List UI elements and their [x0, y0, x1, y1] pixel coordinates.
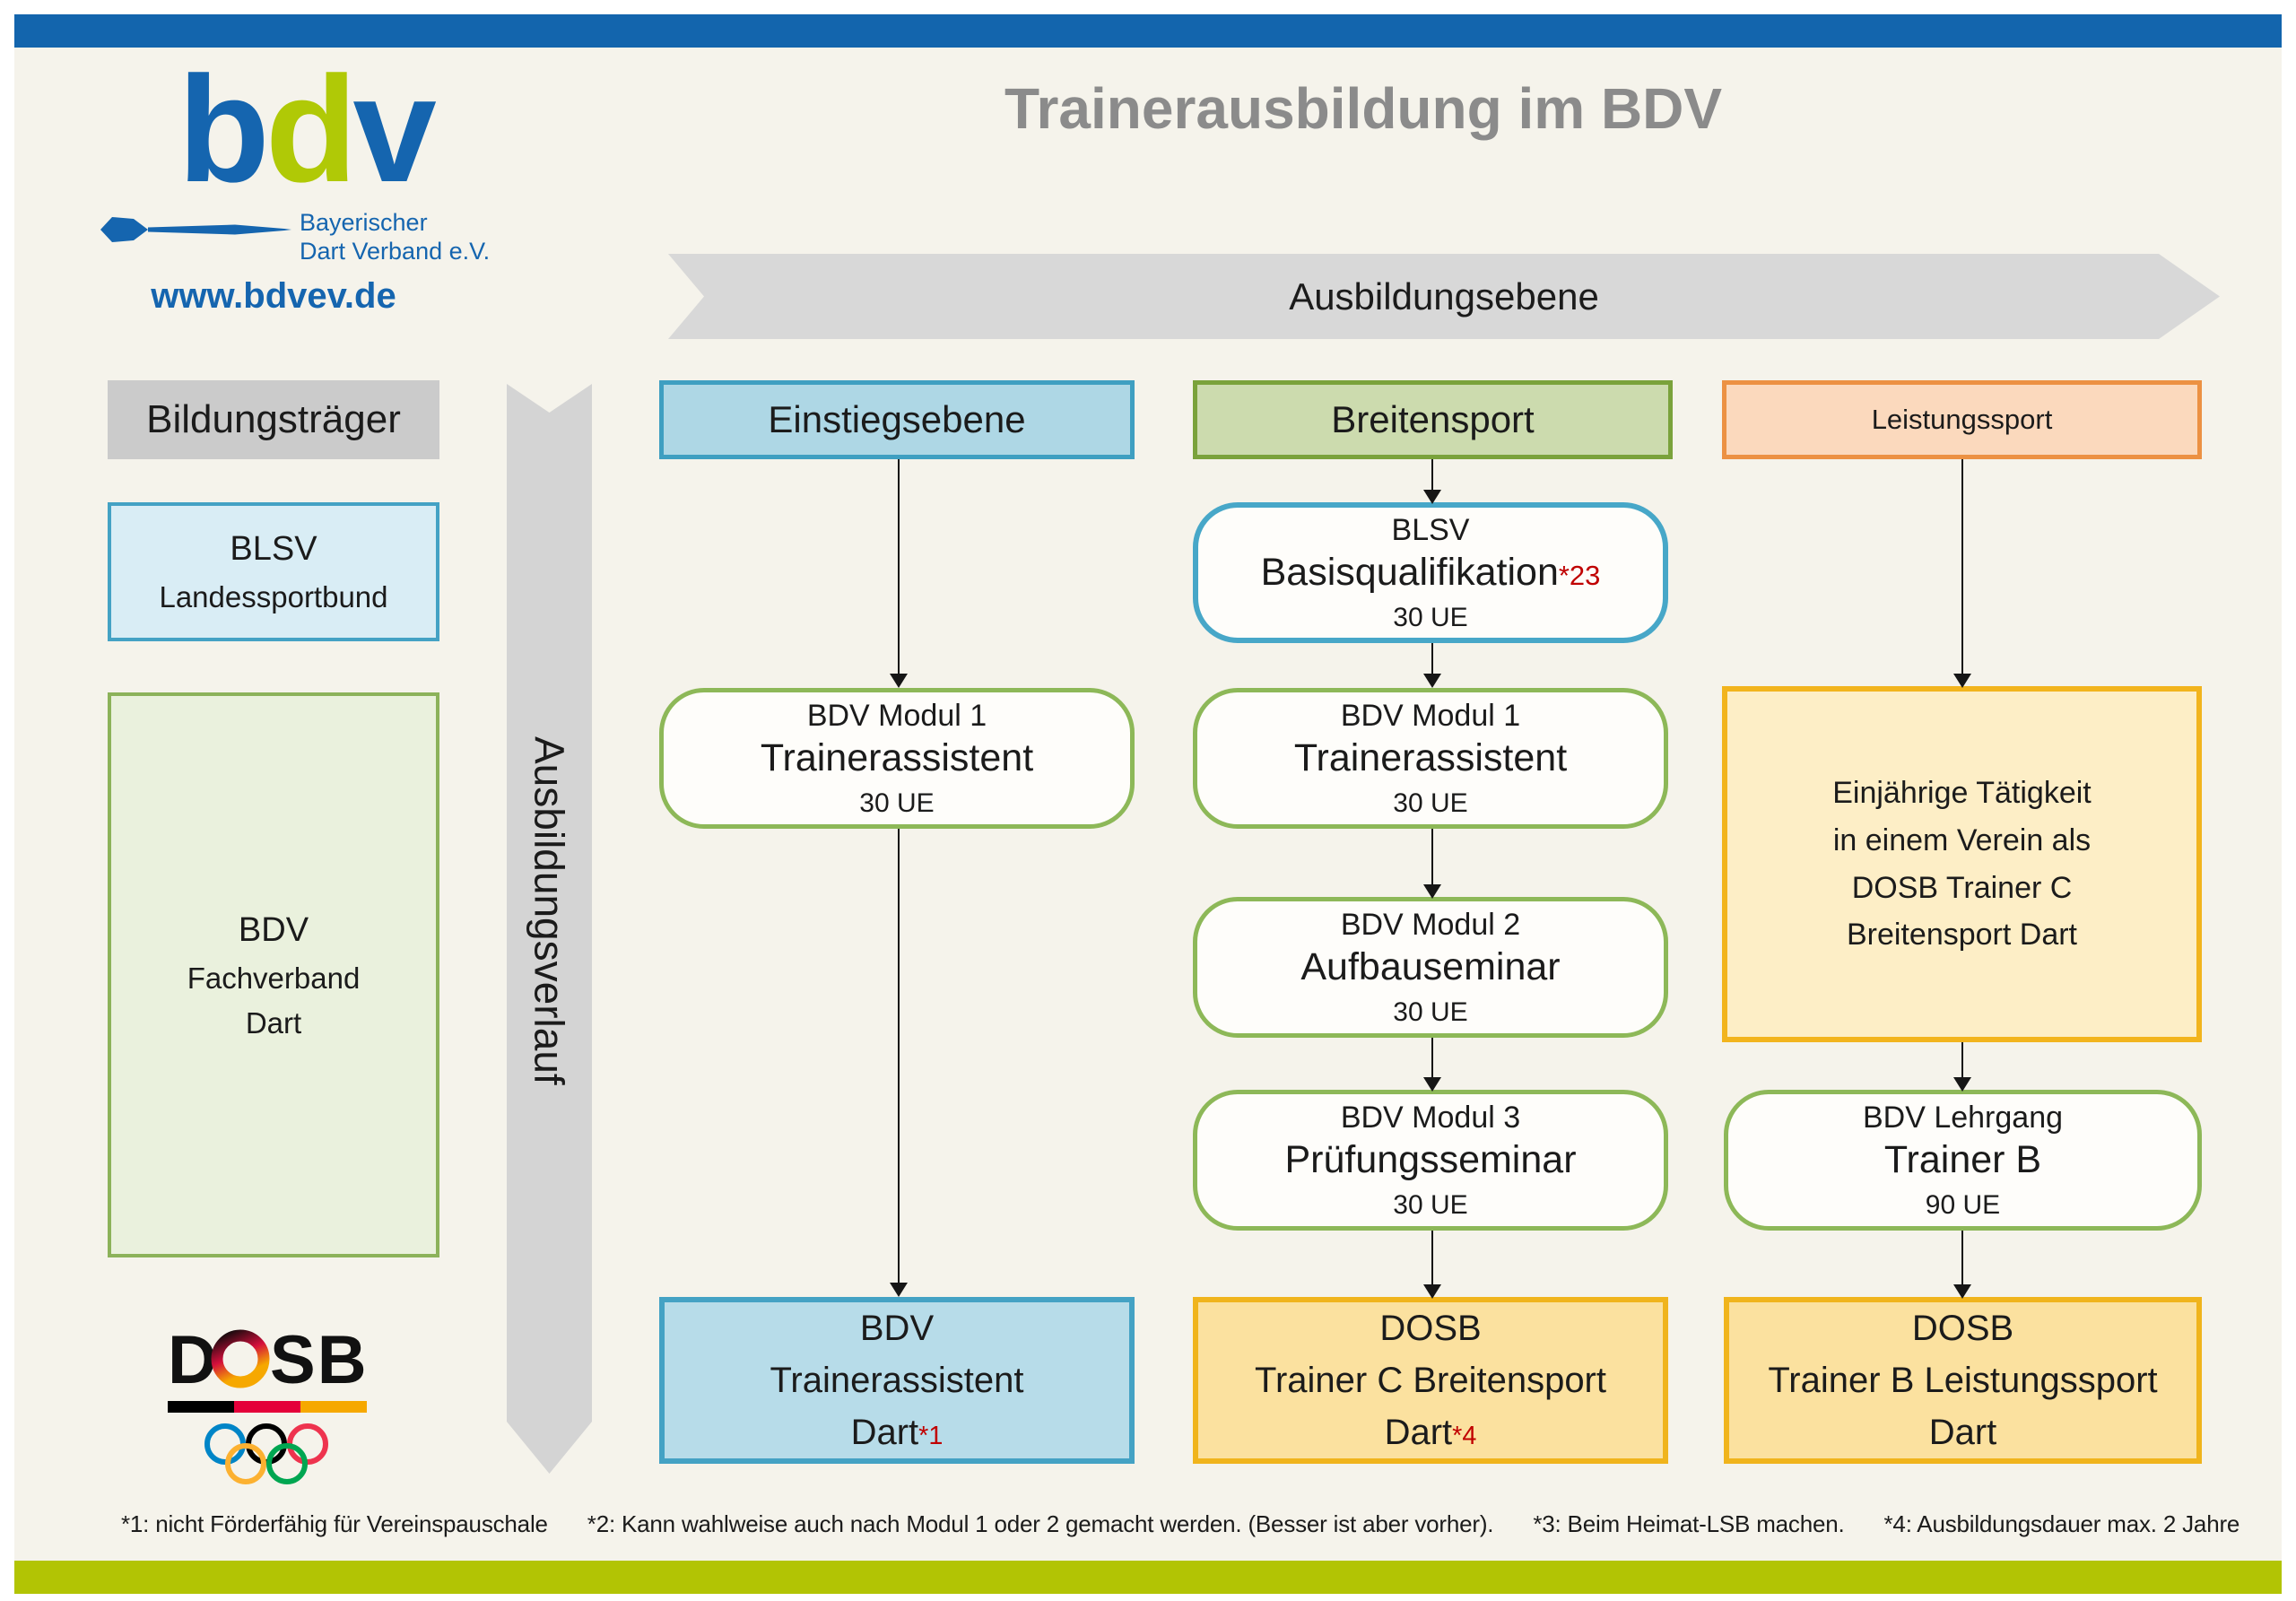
banner-ausbildungsebene: Ausbildungsebene: [668, 254, 2220, 339]
box-line: Fachverband: [187, 961, 361, 995]
bdv-logo: bdv: [135, 54, 475, 211]
box-line: BDV Modul 3: [1340, 1100, 1521, 1135]
header-breitensport: Breitensport: [1193, 380, 1673, 459]
box-line: 30 UE: [1393, 787, 1468, 818]
banner-ausbildungsverlauf: Ausbildungsverlauf: [507, 384, 592, 1474]
box-line: DOSB Trainer C: [1851, 870, 2073, 905]
dosb-ring-o: [211, 1329, 270, 1388]
box-line: BDV Modul 1: [806, 698, 987, 733]
box-line: 90 UE: [1925, 1189, 2001, 1220]
box-line: Dart*1: [850, 1413, 944, 1452]
dosb-letter-d: D: [168, 1322, 217, 1398]
footnote-4: *4: Ausbildungsdauer max. 2 Jahre: [1883, 1510, 2240, 1537]
box-line: DOSB: [1911, 1309, 2014, 1348]
box-modul1-breitensport: BDV Modul 1 Trainerassistent 30 UE: [1193, 688, 1668, 829]
box-modul2-aufbauseminar: BDV Modul 2 Aufbauseminar 30 UE: [1193, 897, 1668, 1038]
box-line: Dart*4: [1384, 1413, 1477, 1452]
box-line: Basisqualifikation*23: [1260, 551, 1601, 595]
footnote-1: *1: nicht Förderfähig für Vereinspauscha…: [121, 1510, 548, 1537]
footnote-marker: *4: [1452, 1422, 1477, 1450]
box-lehrgang-trainer-b: BDV Lehrgang Trainer B 90 UE: [1724, 1090, 2202, 1231]
box-line: 30 UE: [859, 787, 935, 818]
olympic-rings-icon: [204, 1423, 328, 1484]
banner-ausbildungsebene-label: Ausbildungsebene: [1289, 274, 1599, 318]
top-accent-bar: [14, 14, 2282, 48]
header-bildungstraeger: Bildungsträger: [108, 380, 439, 459]
footnote-3: *3: Beim Heimat-LSB machen.: [1533, 1510, 1845, 1537]
box-line: Aufbauseminar: [1300, 945, 1561, 989]
page-title: Trainerausbildung im BDV: [1004, 76, 1723, 141]
box-blsv-landessportbund: BLSV Landessportbund: [108, 502, 439, 641]
box-modul3-pruefungsseminar: BDV Modul 3 Prüfungsseminar 30 UE: [1193, 1090, 1668, 1231]
banner-ausbildungsverlauf-label: Ausbildungsverlauf: [526, 736, 573, 1085]
box-result-trainer-c: DOSB Trainer C Breitensport Dart*4: [1193, 1297, 1668, 1464]
header-einstiegsebene: Einstiegsebene: [659, 380, 1135, 459]
box-line: Trainer B: [1883, 1138, 2042, 1182]
box-line: Dart: [245, 1005, 302, 1040]
box-modul1-einstieg: BDV Modul 1 Trainerassistent 30 UE: [659, 688, 1135, 829]
box-line: BDV Modul 1: [1340, 698, 1521, 733]
box-line: BDV: [238, 911, 309, 949]
box-line: BLSV: [1391, 512, 1470, 547]
dosb-letters-sb: SB: [270, 1322, 369, 1398]
box-line: BDV Modul 2: [1340, 907, 1521, 942]
box-line: 30 UE: [1393, 602, 1468, 632]
box-line: 30 UE: [1393, 996, 1468, 1027]
box-line: Trainerassistent: [760, 736, 1034, 780]
box-line: Dart: [1928, 1413, 1997, 1452]
box-einjaehrige-taetigkeit: Einjährige Tätigkeit in einem Verein als…: [1722, 686, 2202, 1042]
footnote-2: *2: Kann wahlweise auch nach Modul 1 ode…: [587, 1510, 1494, 1537]
box-line: Prüfungsseminar: [1284, 1138, 1577, 1182]
box-line: 30 UE: [1393, 1189, 1468, 1220]
box-line: Trainerassistent: [770, 1361, 1024, 1400]
website-link[interactable]: www.bdvev.de: [151, 276, 396, 316]
bdv-logo-letter-b: b: [178, 45, 270, 213]
box-line: Trainerassistent: [1293, 736, 1568, 780]
bdv-logo-letter-v: v: [352, 45, 436, 213]
box-line: Einjährige Tätigkeit: [1832, 776, 2092, 811]
bottom-accent-bar: [14, 1561, 2282, 1594]
dart-icon: [100, 213, 293, 246]
footnote-marker: *23: [1558, 560, 1601, 592]
box-line: in einem Verein als: [1832, 822, 2092, 857]
box-result-trainerassistent: BDV Trainerassistent Dart*1: [659, 1297, 1135, 1464]
logo-subtitle-line2: Dart Verband e.V.: [300, 238, 491, 265]
box-line: Trainer C Breitensport: [1255, 1361, 1606, 1400]
dosb-logo: D SB: [166, 1322, 381, 1512]
box-result-trainer-b: DOSB Trainer B Leistungssport Dart: [1724, 1297, 2202, 1464]
box-bdv-fachverband: BDV Fachverband Dart: [108, 692, 439, 1257]
box-line: Breitensport Dart: [1847, 918, 2077, 953]
logo-subtitle: Bayerischer Dart Verband e.V.: [300, 208, 490, 266]
box-line: DOSB: [1379, 1309, 1482, 1348]
box-line: Trainer B Leistungssport: [1768, 1361, 2158, 1400]
box-line: BDV: [859, 1309, 935, 1348]
footnote-marker: *1: [918, 1422, 944, 1450]
box-basisqualifikation: BLSV Basisqualifikation*23 30 UE: [1193, 502, 1668, 643]
bdv-logo-letter-d: d: [265, 45, 358, 213]
box-line: BLSV: [230, 530, 317, 569]
logo-subtitle-line1: Bayerischer: [300, 209, 428, 236]
header-leistungssport: Leistungssport: [1722, 380, 2202, 459]
box-line: Landessportbund: [159, 580, 388, 614]
footnotes: *1: nicht Förderfähig für Vereinspauscha…: [121, 1510, 2239, 1538]
box-line: BDV Lehrgang: [1862, 1100, 2064, 1135]
